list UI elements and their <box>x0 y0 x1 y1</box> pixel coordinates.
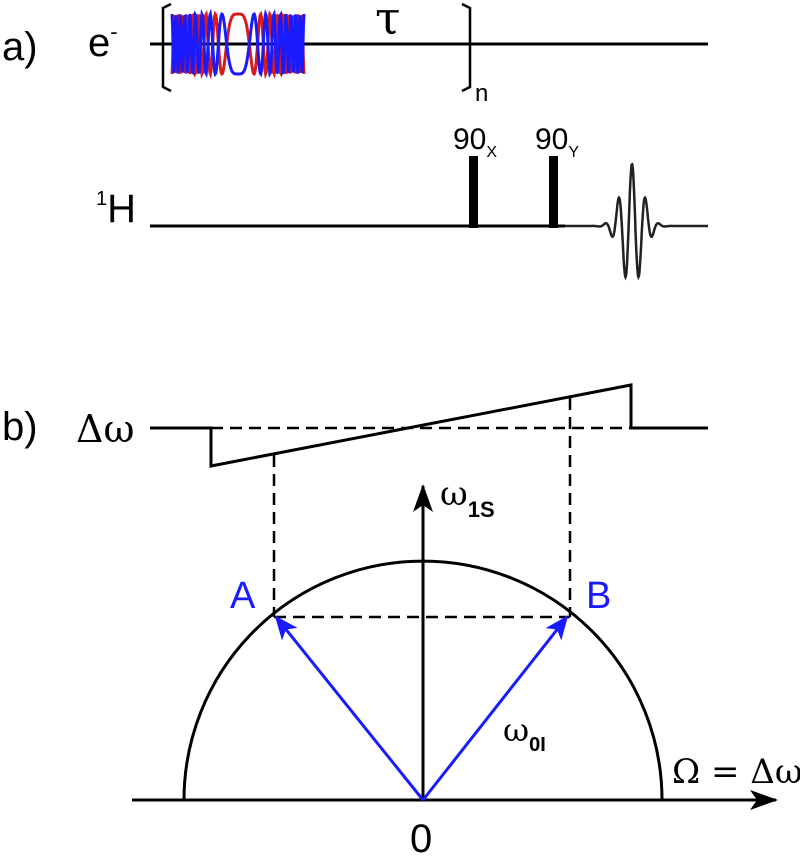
origin-label: 0 <box>410 817 432 858</box>
pulse-90x-label: 90X <box>453 123 497 161</box>
panel-b-label: b) <box>2 405 38 449</box>
proton-channel-label: 1H <box>96 187 136 231</box>
left-repeat-bracket <box>161 2 172 93</box>
pulse-90y-subscript: Y <box>568 144 579 161</box>
vector-subscript: 0I <box>529 734 546 756</box>
pulse-90x-text: 90 <box>453 123 486 156</box>
vector-b <box>421 615 569 801</box>
pulse-90x <box>469 156 478 228</box>
vector-a <box>274 615 425 801</box>
point-b-label: B <box>586 575 611 617</box>
delay-tau-label: τ <box>375 0 400 45</box>
electron-pulse-blue <box>170 8 306 79</box>
vertical-axis-subscript: 1S <box>468 497 495 522</box>
pulse-90y <box>549 156 558 228</box>
vertical-axis-label: ω1S <box>440 474 495 522</box>
panel-a-label: a) <box>2 25 38 69</box>
echo-signal <box>565 162 708 281</box>
point-a-label: A <box>230 575 256 617</box>
vector-label: ω0I <box>503 711 546 756</box>
horizontal-axis-label: Ω = Δω <box>672 752 800 792</box>
proton-channel-letter: H <box>107 187 136 231</box>
vector-omega: ω <box>503 711 529 749</box>
pulse-90x-subscript: X <box>486 144 497 161</box>
electron-channel-superscript: - <box>110 19 117 44</box>
right-repeat-bracket <box>461 2 472 93</box>
electron-channel-letter: e <box>88 21 110 65</box>
sweep-profile <box>150 383 708 468</box>
vertical-axis-omega: ω <box>440 474 468 514</box>
repeat-count-label: n <box>475 80 488 107</box>
pulse-90y-text: 90 <box>535 123 568 156</box>
offset-axis-label: Δω <box>76 407 134 451</box>
electron-channel-label: e- <box>88 19 118 65</box>
pulse-90y-label: 90Y <box>535 123 579 161</box>
proton-channel-superscript: 1 <box>96 188 107 210</box>
